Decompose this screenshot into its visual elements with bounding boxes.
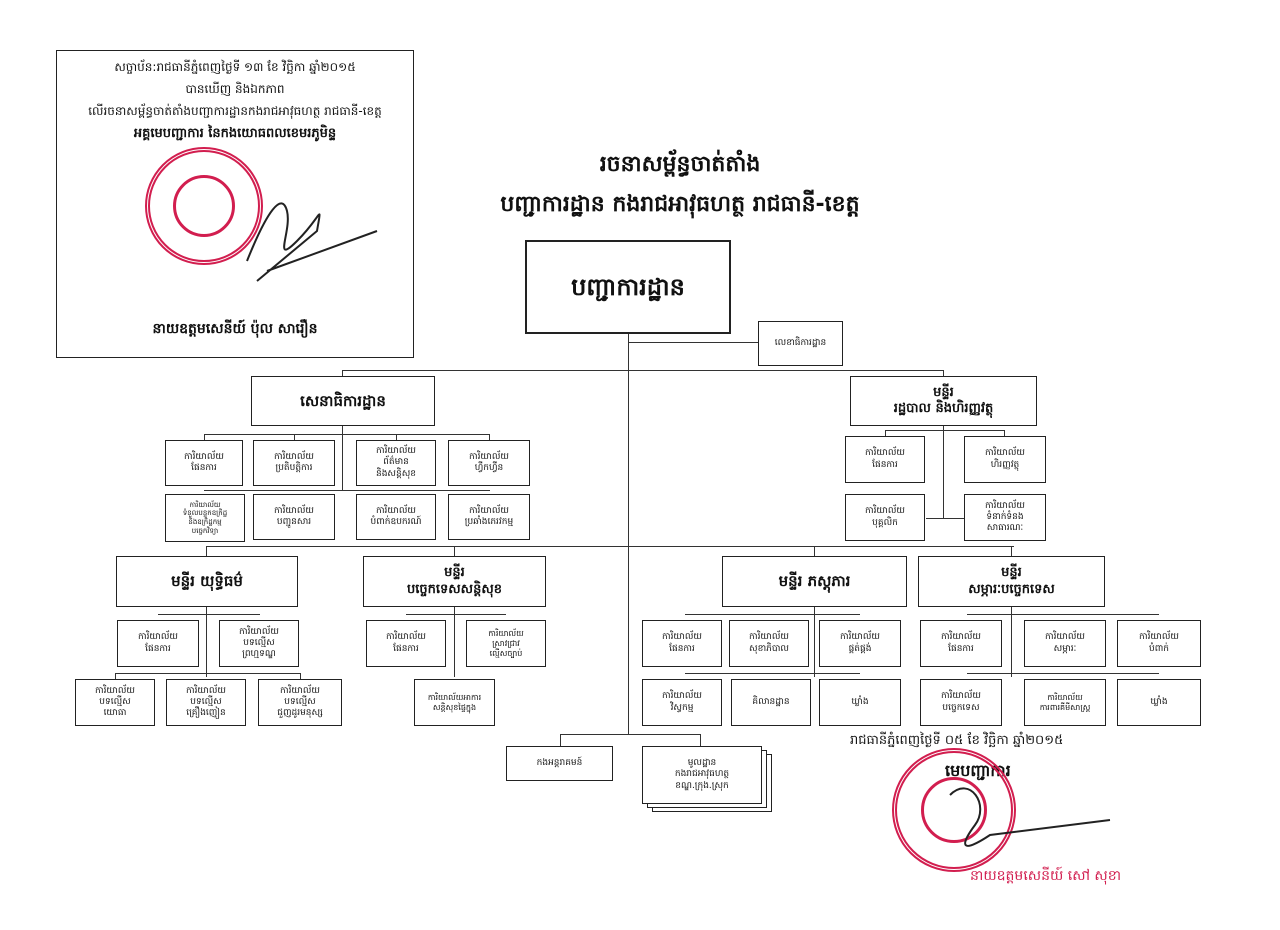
admin-office-finance: ការិយាល័យ ហិរញ្ញវត្ថុ [964,436,1046,483]
chart-title-line1: រចនាសម្ព័ន្ធចាត់តាំង [599,152,761,177]
org-technical-materials-dept: មន្ទីរ សម្ភារៈបច្ចេកទេស [918,556,1105,607]
gs-office-planning: ការិយាល័យ ផែនការ [165,440,243,486]
org-justice-dept: មន្ទីរ យុទ្ធិធម៌ [116,556,298,607]
security-office-internal: ការិយាល័យអាការ សន្តិសុខផ្ទៃក្នុង [414,679,495,726]
approval-authority: អគ្គមេបញ្ជាការ នៃកងយោធពលខេមរភូមិន្ទ [133,126,337,141]
approval-seal-stamp [145,147,263,265]
gs-office-signals: ការិយាល័យ បញ្ជូនសារ [253,494,335,540]
justice-office-trafficking: ការិយាល័យ បទល្មើស ជួញដូរមនុស្ស [258,679,342,726]
org-logistics-dept: មន្ទីរ ភស្តុភារ [722,556,907,607]
logistics-office-planning: ការិយាល័យ ផែនការ [642,620,722,667]
org-security-tech-dept: មន្ទីរ បច្ចេកទេសសន្តិសុខ [363,556,546,607]
footer-date: រាជធានីភ្នំពេញថ្ងៃទី ០៥ ខែ វិច្ឆិកា ឆ្នា… [850,733,1064,748]
gs-office-intelligence: ការិយាល័យ ព័ត៌មាន និងសន្តិសុខ [356,440,436,486]
org-general-staff: សេនាធិការដ្ឋាន [251,376,435,426]
org-secretariat: លេខាធិការដ្ឋាន [758,321,843,366]
technical-office-chemical: ការិយាល័យ ការពារគីមីសាស្ត្រ [1024,679,1106,726]
footer-signer: នាយឧត្តមសេនីយ៍ សៅ សុខា [970,868,1122,884]
logistics-warehouse: ឃ្លាំង [819,679,901,726]
technical-office-planning: ការិយាល័យ ផែនការ [920,620,1002,667]
gs-office-cybercrime: ការិយាល័យ ទំនួលបន្ទុកឧក្រិដ្ឋ និងឧក្រិដ្… [165,494,245,542]
approval-signer: នាយឧត្តមសេនីយ៍ ប៉ុល សារឿន [152,321,318,337]
security-office-investigation: ការិយាល័យ ស្រាវជ្រាវ ល្មើសច្បាប់ [466,620,546,667]
approval-seen: បានឃើញ និងឯកភាព [185,82,285,96]
org-district-bases: មូលដ្ឋាន កងរាជអាវុធហត្ថ ខណ្ឌ.ក្រុង.ស្រុក [642,746,762,804]
justice-office-drugs: ការិយាល័យ បទល្មើស គ្រឿងញៀន [166,679,246,726]
technical-office-equipment: ការិយាល័យ បំពាក់ [1117,620,1201,667]
approval-subject: លើរចនាសម្ព័ន្ធចាត់តាំងបញ្ជាការដ្ឋានកងរាជ… [88,104,382,118]
footer-signature [949,787,1111,847]
gs-office-operations: ការិយាល័យ ប្រតិបត្តិការ [253,440,335,486]
technical-office-technique: ការិយាល័យ បច្ចេកទេស [920,679,1002,726]
org-admin-finance-dept: មន្ទីរ រដ្ឋបាល និងហិរញ្ញវត្ថុ [850,376,1037,426]
gs-office-counterterrorism: ការិយាល័យ ប្រឆាំងភេរវកម្ម [448,494,530,540]
logistics-office-engineering: ការិយាល័យ វិស្វកម្ម [642,679,722,726]
chart-title-line2: បញ្ជាការដ្ឋាន កងរាជអាវុធហត្ថ រាជធានី-ខេត… [500,192,860,217]
gs-office-equipment: ការិយាល័យ បំពាក់ឧបករណ៍ [356,494,436,540]
footer-seal-stamp [892,748,1016,872]
justice-office-planning: ការិយាល័យ ផែនការ [117,620,199,667]
org-intervention-unit: កងអន្តរាគមន៍ [506,746,613,781]
security-office-planning: ការិយាល័យ ផែនការ [366,620,446,667]
admin-office-planning: ការិយាល័យ ផែនការ [845,436,925,483]
org-root-command: បញ្ជាការដ្ឋាន [525,240,731,334]
justice-office-criminal: ការិយាល័យ បទល្មើស ព្រហ្មទណ្ឌ [219,620,299,667]
approval-box: សច្ចាប័ន:រាជធានីភ្នំពេញថ្ងៃទី ១៣ ខែ វិច្… [56,50,414,358]
technical-warehouse: ឃ្លាំង [1117,679,1201,726]
logistics-office-supply: ការិយាល័យ ផ្គត់ផ្គង់ [819,620,901,667]
justice-office-military: ការិយាល័យ បទល្មើស យោធា [75,679,155,726]
admin-office-public-relations: ការិយាល័យ ទំនាក់ទំនង សាធារណៈ [964,494,1046,541]
logistics-infirmary: គិលានដ្ឋាន [731,679,811,726]
technical-office-materials: ការិយាល័យ សម្ភារៈ [1024,620,1106,667]
admin-office-personnel: ការិយាល័យ បុគ្គលិក [845,494,925,541]
gs-office-training: ការិយាល័យ ហ្វឹកហ្វឺន [448,440,530,486]
approval-signature [246,202,378,282]
logistics-office-health: ការិយាល័យ សុខាភិបាល [729,620,809,667]
approval-date: សច្ចាប័ន:រាជធានីភ្នំពេញថ្ងៃទី ១៣ ខែ វិច្… [114,60,356,74]
